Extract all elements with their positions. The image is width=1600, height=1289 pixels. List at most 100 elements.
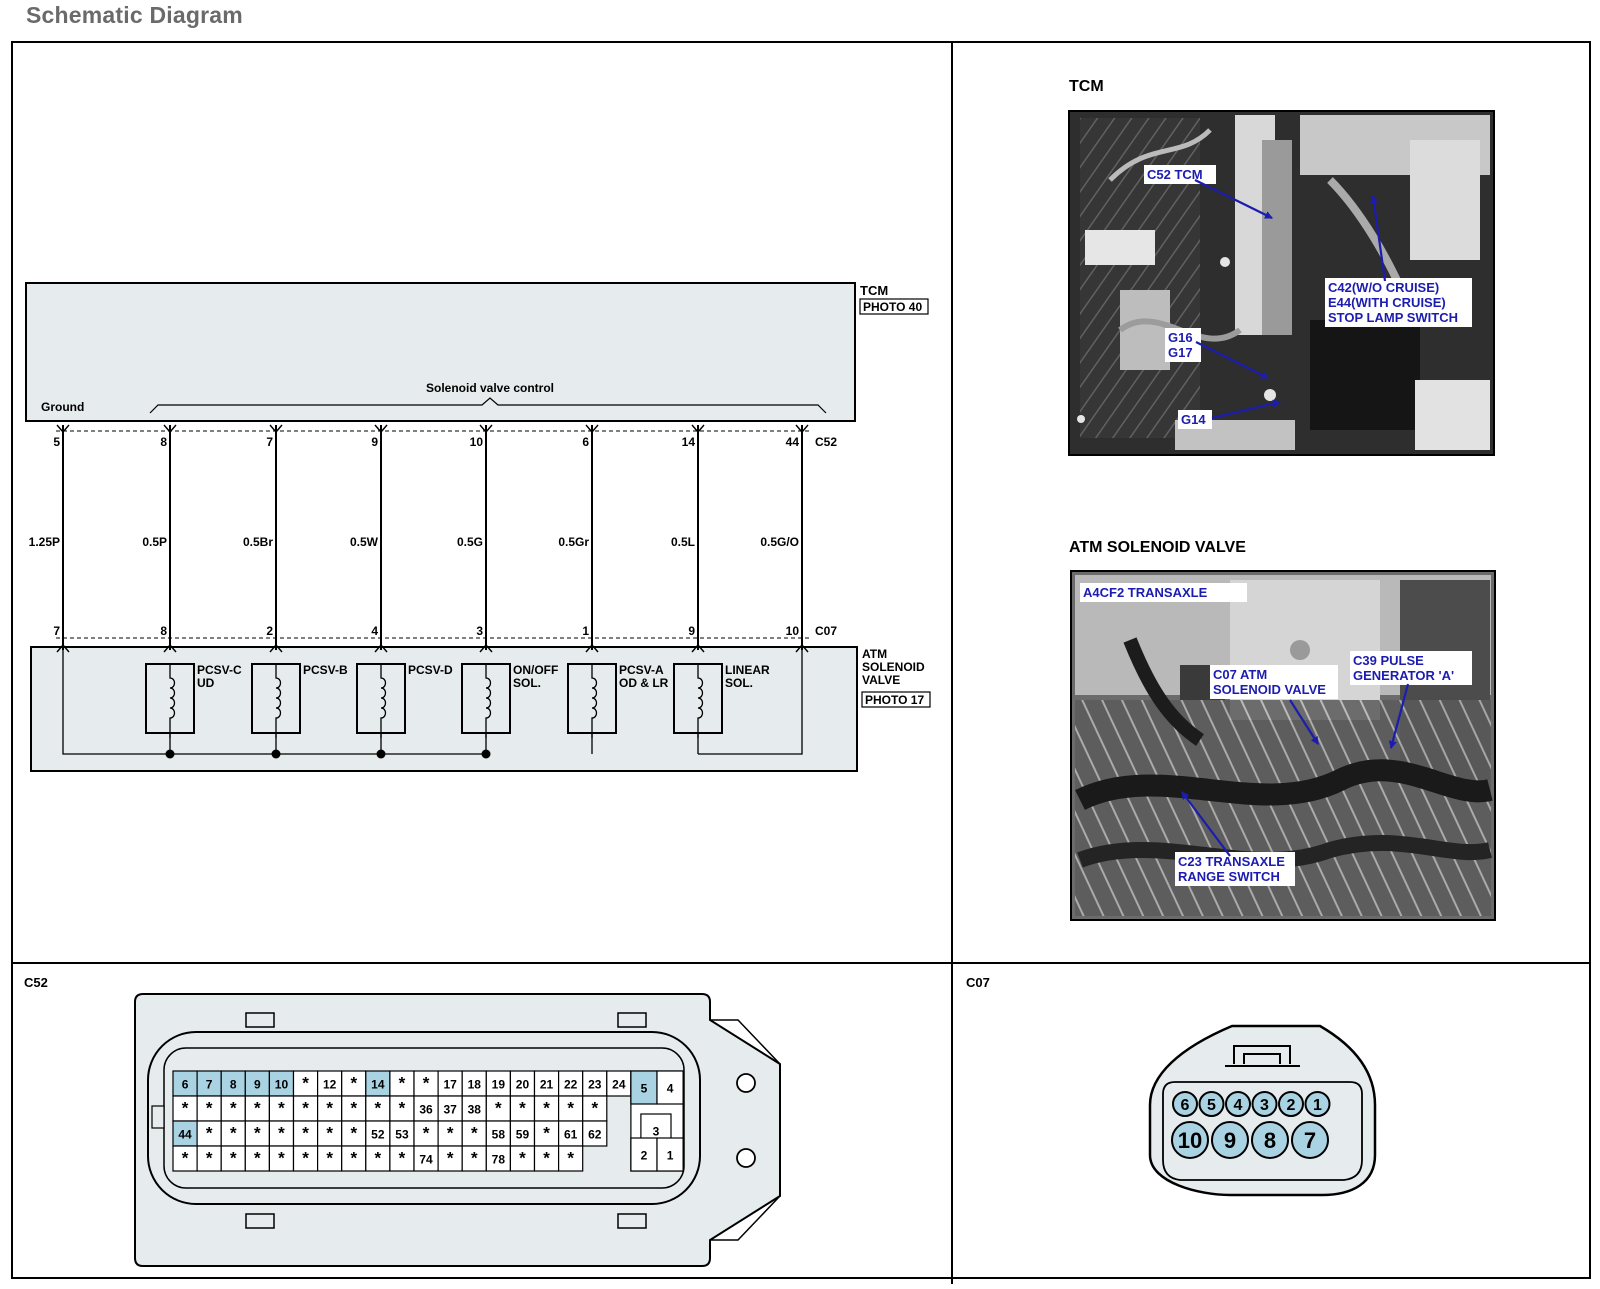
wire-color-label: 0.5L — [671, 535, 695, 549]
tcm-photo-ref-box — [859, 298, 929, 315]
wire-bottom-terminal-5 — [479, 643, 493, 653]
callout-box — [1144, 165, 1216, 184]
callout-label: RANGE SWITCH — [1178, 869, 1280, 884]
callout-box — [1325, 278, 1472, 327]
c52-pin-cell — [220, 1095, 246, 1122]
solenoid-label: ON/OFF — [513, 663, 558, 677]
c52-pin-label: * — [519, 1149, 526, 1168]
c52-pin-cell — [630, 1070, 658, 1105]
c52-pin-label: 9 — [254, 1078, 261, 1092]
c52-pin-cell — [437, 1145, 463, 1172]
wire-top-terminal-6 — [585, 424, 599, 434]
c52-pin-cell — [268, 1145, 295, 1172]
c07-pin-label: 5 — [1207, 1097, 1216, 1114]
c07-pin-label: 8 — [1264, 1128, 1276, 1153]
solenoid-label: PCSV-B — [303, 663, 348, 677]
c07-pin-circle — [1291, 1121, 1329, 1159]
wire-bottom-terminal-4 — [374, 643, 388, 653]
callout-box — [1175, 852, 1295, 886]
callout-box — [1165, 328, 1201, 362]
ground-return-bus — [62, 650, 486, 755]
c52-pin-label: * — [447, 1149, 454, 1168]
c52-pin-label: 58 — [492, 1128, 506, 1142]
c52-pin-label: * — [302, 1149, 309, 1168]
c07-pin-label: 6 — [1181, 1097, 1190, 1114]
c52-pin-label: 17 — [443, 1078, 457, 1092]
wire-bottom-pin: 4 — [371, 624, 378, 638]
solenoid-coil-symbol — [591, 664, 598, 738]
c52-pin-label: 23 — [588, 1078, 602, 1092]
wire-bottom-pin: 8 — [160, 624, 167, 638]
c52-pin-label: * — [350, 1124, 357, 1143]
c52-pin-label: 5 — [641, 1082, 648, 1096]
c52-pin-label: * — [543, 1124, 550, 1143]
c52-pin-label: * — [302, 1074, 309, 1093]
c52-hole-top — [736, 1073, 756, 1093]
c52-pin-cell — [485, 1070, 511, 1097]
callout-arrow — [1211, 399, 1281, 420]
wire-bottom-pin: 2 — [266, 624, 273, 638]
c52-pin-label: * — [350, 1074, 357, 1093]
c52-pin-cell — [582, 1120, 608, 1147]
c52-pin-label: 62 — [588, 1128, 602, 1142]
c52-pin-label: * — [254, 1099, 261, 1118]
wire-bottom-pin: 9 — [688, 624, 695, 638]
tcm-box — [25, 282, 856, 422]
c52-pin-label: 8 — [230, 1078, 237, 1092]
c52-pin-label: * — [278, 1124, 285, 1143]
c52-pin-label: 14 — [371, 1078, 385, 1092]
c52-pin-cell — [317, 1145, 343, 1172]
c52-pin-label: * — [423, 1124, 430, 1143]
tcm-photo-ref: PHOTO 40 — [863, 300, 922, 314]
c07-pin-circle — [1172, 1091, 1198, 1117]
c52-pin-cell — [557, 1095, 584, 1122]
solenoid-control-label: Solenoid valve control — [426, 381, 554, 395]
wire-color-label: 0.5Br — [243, 535, 273, 549]
splice-dot — [165, 749, 175, 759]
wire-top-pin: 10 — [470, 435, 484, 449]
c52-pin-label: 18 — [468, 1078, 482, 1092]
c52-pin-label: * — [399, 1099, 406, 1118]
c52-pin-label: 7 — [206, 1078, 213, 1092]
c52-pin-label: 22 — [564, 1078, 578, 1092]
callout-label: STOP LAMP SWITCH — [1328, 310, 1458, 325]
callout-arrow — [1370, 195, 1387, 282]
c07-connector-label: C07 — [815, 624, 837, 638]
c52-pin-cell — [533, 1095, 560, 1122]
c52-pin-label: * — [182, 1149, 189, 1168]
c52-pin-cell — [244, 1120, 271, 1147]
c52-pin-cell — [268, 1095, 295, 1122]
atm-label-line2: SOLENOID — [862, 660, 925, 674]
tcm-label: TCM — [860, 283, 888, 298]
c52-pin-label: 24 — [612, 1078, 626, 1092]
wire-color-label: 0.5W — [350, 535, 379, 549]
c07-pin-circle — [1304, 1091, 1331, 1117]
solenoid-label: PCSV-D — [408, 663, 453, 677]
solenoid-label: OD & LR — [619, 676, 669, 690]
callout-label: GENERATOR 'A' — [1353, 668, 1454, 683]
wire-top-terminal-8 — [795, 424, 809, 434]
callout-arrow — [1194, 179, 1273, 219]
c07-pin-circle — [1211, 1121, 1249, 1159]
c52-pin-label: 59 — [516, 1128, 530, 1142]
c52-pin-label: * — [278, 1149, 285, 1168]
c52-pin-label: 74 — [419, 1153, 433, 1167]
wire-top-terminal-5 — [479, 424, 493, 434]
c52-pin-label: * — [447, 1124, 454, 1143]
callout-box — [1080, 583, 1247, 602]
c52-pin-label: * — [423, 1074, 430, 1093]
c52-pin-cell — [630, 1137, 658, 1172]
c52-pin-label: 52 — [371, 1128, 385, 1142]
atm-photo-ref-box — [861, 691, 931, 708]
c52-pin-cell — [461, 1145, 487, 1172]
splice-dot — [481, 749, 491, 759]
c52-pin-label: 12 — [323, 1078, 337, 1092]
c52-pin-label: 4 — [667, 1082, 674, 1096]
c52-pin-label: * — [375, 1099, 382, 1118]
wire-color-label: 1.25P — [29, 535, 60, 549]
callout-box — [1210, 665, 1338, 699]
c52-pin-label: * — [350, 1149, 357, 1168]
